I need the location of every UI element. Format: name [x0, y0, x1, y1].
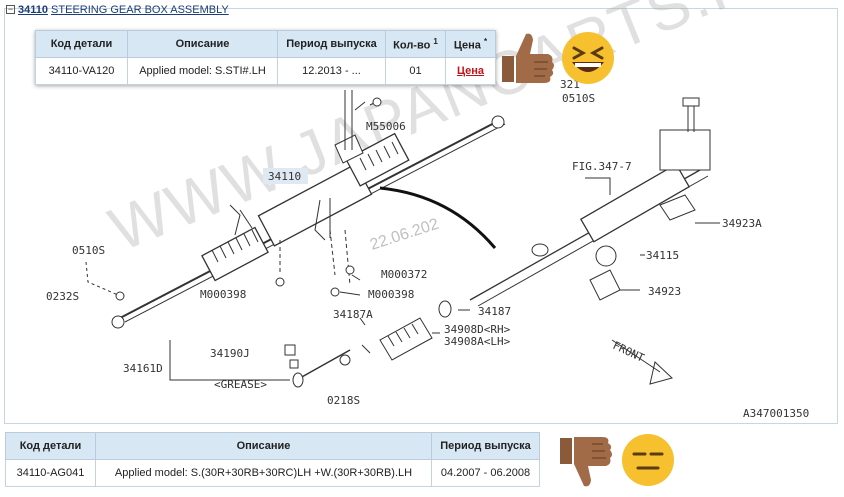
col-desc-header: Описание: [95, 432, 432, 460]
group-title-link[interactable]: STEERING GEAR BOX ASSEMBLY: [51, 4, 229, 16]
col-desc-header: Описание: [127, 30, 278, 58]
label-m000398-b: M000398: [368, 288, 414, 301]
expressionless-face-icon[interactable]: [620, 432, 676, 488]
label-34923: 34923: [648, 285, 681, 298]
label-0232s: 0232S: [46, 290, 79, 303]
part-description: Applied model: S.STI#.LH: [127, 57, 278, 85]
label-321: 321: [560, 78, 580, 91]
label-fig-347-7: FIG.347-7: [572, 160, 632, 173]
part-description: Applied model: S.(30R+30RB+30RC)LH +W.(3…: [95, 459, 432, 487]
col-price-header: Цена *: [445, 30, 496, 58]
col-period-header: Период выпуска: [431, 432, 540, 460]
label-34161d: 34161D: [123, 362, 163, 375]
bottom-parts-table: Код детали Описание Период выпуска 34110…: [5, 432, 540, 487]
diagram-ref-code: A347001350: [743, 407, 809, 420]
col-code-header: Код детали: [35, 30, 128, 58]
label-34115: 34115: [646, 249, 679, 262]
table-row[interactable]: 34110-AG041 Applied model: S.(30R+30RB+3…: [5, 459, 540, 487]
label-m000372: M000372: [381, 268, 427, 281]
label-m000398-a: M000398: [200, 288, 246, 301]
label-0510s-left: 0510S: [72, 244, 105, 257]
part-code: 34110-VA120: [35, 57, 128, 85]
price-link[interactable]: Цена: [456, 65, 485, 77]
grinning-squinting-face-icon[interactable]: [560, 30, 616, 86]
steering-gear-diagram: 34110 321 0510S 0510S M55006 0232S M0003…: [46, 78, 809, 420]
col-qty-header: Кол-во 1: [385, 30, 446, 58]
label-0218s: 0218S: [327, 394, 360, 407]
part-period: 04.2007 - 06.2008: [431, 459, 540, 487]
part-period: 12.2013 - ...: [277, 57, 386, 85]
price-cell: Цена: [445, 57, 496, 85]
group-header: −34110 STEERING GEAR BOX ASSEMBLY: [6, 4, 229, 16]
label-34923a: 34923A: [722, 217, 762, 230]
table-row[interactable]: 34110-VA120 Applied model: S.STI#.LH 12.…: [35, 57, 496, 85]
collapse-toggle-icon[interactable]: −: [6, 4, 15, 14]
label-0510s-top: 0510S: [562, 92, 595, 105]
label-grease: <GREASE>: [214, 378, 267, 391]
label-34190j: 34190J: [210, 347, 250, 360]
label-34187: 34187: [478, 305, 511, 318]
col-code-header: Код детали: [5, 432, 96, 460]
label-34110: 34110: [268, 170, 301, 183]
label-front: FRONT: [611, 339, 647, 365]
part-qty: 01: [385, 57, 446, 85]
thumbs-up-icon[interactable]: [494, 26, 556, 88]
label-34187a: 34187A: [333, 308, 373, 321]
thumbs-down-icon[interactable]: [552, 430, 612, 490]
label-m55006: M55006: [366, 120, 406, 133]
label-34908a: 34908A<LH>: [444, 335, 511, 348]
col-period-header: Период выпуска: [277, 30, 386, 58]
popup-parts-table: Код детали Описание Период выпуска Кол-в…: [35, 30, 496, 85]
group-code-link[interactable]: 34110: [18, 4, 48, 16]
label-34908d: 34908D<RH>: [444, 323, 511, 336]
date-watermark: 22.06.202: [368, 216, 441, 254]
part-code: 34110-AG041: [5, 459, 96, 487]
